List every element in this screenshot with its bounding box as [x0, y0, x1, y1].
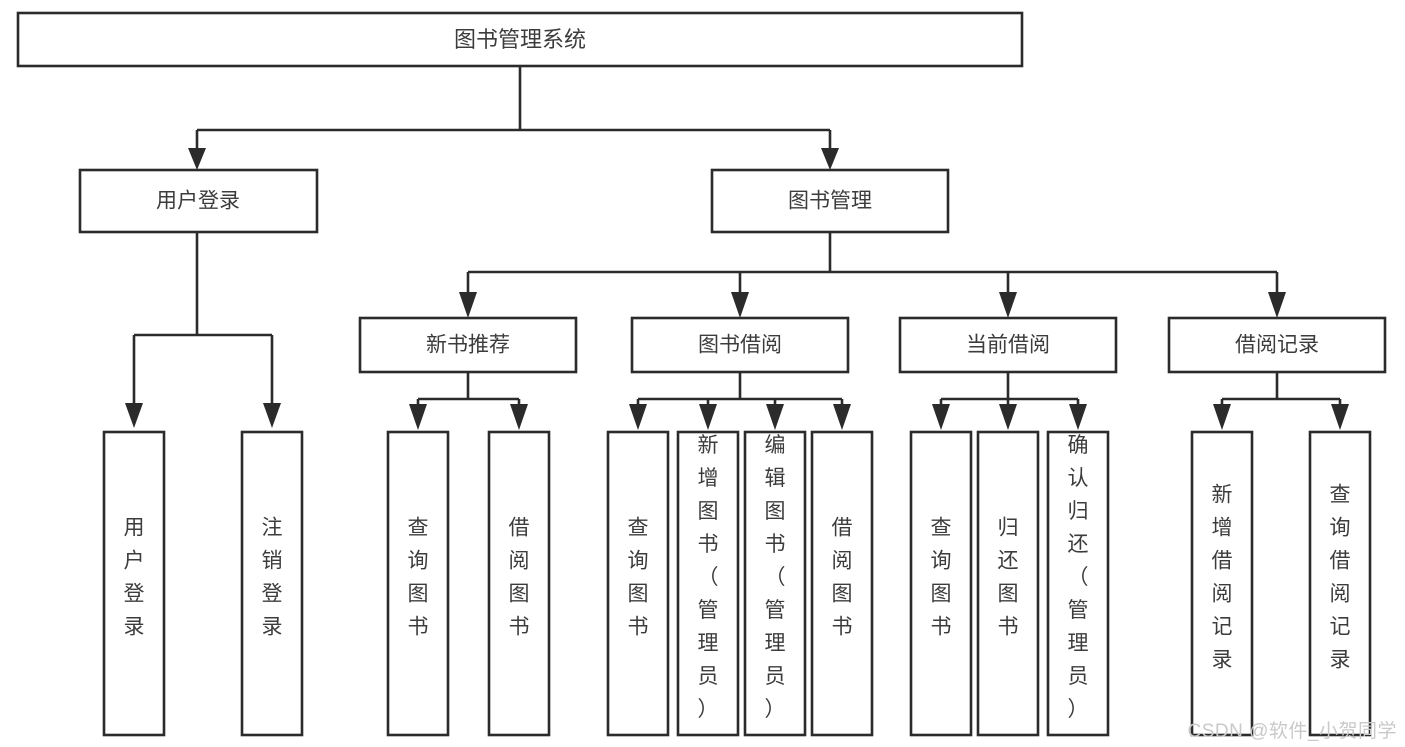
leaf-user-login[interactable]: 用户登录	[102, 430, 166, 737]
node-current-borrow-box[interactable]	[898, 316, 1118, 374]
leaf-borrow-query-book-label: 查询图书	[628, 517, 649, 639]
node-root-box[interactable]	[16, 11, 1024, 68]
leaf-logout-label: 注销登录	[262, 517, 283, 639]
leaf-borrow-borrow-book[interactable]: 借阅图书	[810, 430, 874, 737]
leaf-logout[interactable]: 注销登录	[240, 430, 304, 737]
leaf-borrow-add-book-box[interactable]	[676, 430, 740, 737]
arrowhead-current-leaf-1	[932, 404, 950, 430]
leaf-current-confirm-return-label: 确认归还（管理员）	[1068, 434, 1089, 721]
node-current-borrow[interactable]: 当前借阅	[898, 316, 1118, 374]
arrowhead-borrow-leaf-2	[699, 404, 717, 430]
arrowhead-newbook-leaf-2	[510, 404, 528, 430]
leaf-borrow-query-book[interactable]: 查询图书	[606, 430, 670, 737]
connector-layer	[125, 66, 1349, 430]
arrowhead-current-leaf-2	[999, 404, 1017, 430]
leaf-newbook-query-book-label: 查询图书	[408, 517, 429, 639]
node-book-borrow[interactable]: 图书借阅	[630, 316, 850, 374]
arrowhead-record-leaf-2	[1331, 404, 1349, 430]
arrowhead-borrow-leaf-3	[766, 404, 784, 430]
node-new-book-recommend[interactable]: 新书推荐	[358, 316, 578, 374]
leaf-newbook-query-book[interactable]: 查询图书	[386, 430, 450, 737]
node-new-book-recommend-label: 新书推荐	[426, 334, 510, 357]
arrowhead-leaf-user-login	[125, 403, 143, 428]
leaf-newbook-borrow-book[interactable]: 借阅图书	[487, 430, 551, 737]
leaf-borrow-borrow-book-label: 借阅图书	[832, 517, 853, 639]
arrowhead-borrow-leaf-1	[629, 404, 647, 430]
node-user-login-box[interactable]	[78, 168, 319, 234]
node-borrow-record[interactable]: 借阅记录	[1167, 316, 1387, 374]
node-user-login[interactable]: 用户登录	[78, 168, 319, 234]
leaf-record-add-record-label: 新增借阅记录	[1212, 484, 1233, 672]
leaf-current-query-book[interactable]: 查询图书	[909, 430, 973, 737]
leaf-record-query-record[interactable]: 查询借阅记录	[1308, 430, 1372, 737]
leaf-borrow-edit-book-box[interactable]	[743, 430, 807, 737]
leaf-record-query-record-label: 查询借阅记录	[1330, 484, 1351, 672]
leaf-current-return-book-box[interactable]	[976, 430, 1040, 737]
arrowhead-user-login	[188, 148, 206, 170]
node-book-management[interactable]: 图书管理	[710, 168, 950, 234]
leaf-user-login-label: 用户登录	[124, 517, 145, 639]
leaf-current-query-book-box[interactable]	[909, 430, 973, 737]
arrowhead-new-book	[459, 292, 477, 318]
arrowhead-newbook-leaf-1	[409, 404, 427, 430]
leaf-current-confirm-return[interactable]: 确认归还（管理员）	[1046, 430, 1110, 737]
leaf-record-query-record-box[interactable]	[1308, 430, 1372, 737]
node-book-borrow-box[interactable]	[630, 316, 850, 374]
leaf-current-confirm-return-box[interactable]	[1046, 430, 1110, 737]
node-new-book-recommend-box[interactable]	[358, 316, 578, 374]
leaf-current-return-book-label: 归还图书	[998, 517, 1019, 639]
arrowhead-book-mgmt	[821, 148, 839, 170]
leaf-user-login-box[interactable]	[102, 430, 166, 737]
node-book-management-box[interactable]	[710, 168, 950, 234]
arrowhead-leaf-logout	[263, 403, 281, 428]
arrowhead-current-leaf-3	[1069, 404, 1087, 430]
leaf-logout-box[interactable]	[240, 430, 304, 737]
node-current-borrow-label: 当前借阅	[966, 334, 1050, 357]
leaf-borrow-edit-book[interactable]: 编辑图书（管理员）	[743, 430, 807, 737]
leaf-borrow-add-book-label: 新增图书（管理员）	[698, 434, 719, 721]
node-user-login-label: 用户登录	[156, 190, 240, 213]
node-borrow-record-box[interactable]	[1167, 316, 1387, 374]
arrowhead-current-borrow	[999, 292, 1017, 318]
arrowhead-record-leaf-1	[1213, 404, 1231, 430]
leaf-newbook-query-book-box[interactable]	[386, 430, 450, 737]
leaf-newbook-borrow-book-label: 借阅图书	[509, 517, 530, 639]
leaf-borrow-query-book-box[interactable]	[606, 430, 670, 737]
leaf-current-query-book-label: 查询图书	[931, 517, 952, 639]
leaf-borrow-add-book[interactable]: 新增图书（管理员）	[676, 430, 740, 737]
node-book-borrow-label: 图书借阅	[698, 334, 782, 357]
node-book-management-label: 图书管理	[788, 190, 872, 213]
leaf-record-add-record[interactable]: 新增借阅记录	[1190, 430, 1254, 737]
node-root[interactable]: 图书管理系统	[16, 11, 1024, 68]
node-borrow-record-label: 借阅记录	[1235, 334, 1319, 357]
leaf-borrow-edit-book-label: 编辑图书（管理员）	[765, 434, 786, 721]
arrowhead-borrow-book	[731, 292, 749, 318]
node-root-label: 图书管理系统	[454, 27, 586, 52]
leaf-newbook-borrow-book-box[interactable]	[487, 430, 551, 737]
leaf-borrow-borrow-book-box[interactable]	[810, 430, 874, 737]
arrowhead-borrow-leaf-4	[833, 404, 851, 430]
leaf-current-return-book[interactable]: 归还图书	[976, 430, 1040, 737]
arrowhead-borrow-record	[1268, 292, 1286, 318]
leaf-record-add-record-box[interactable]	[1190, 430, 1254, 737]
